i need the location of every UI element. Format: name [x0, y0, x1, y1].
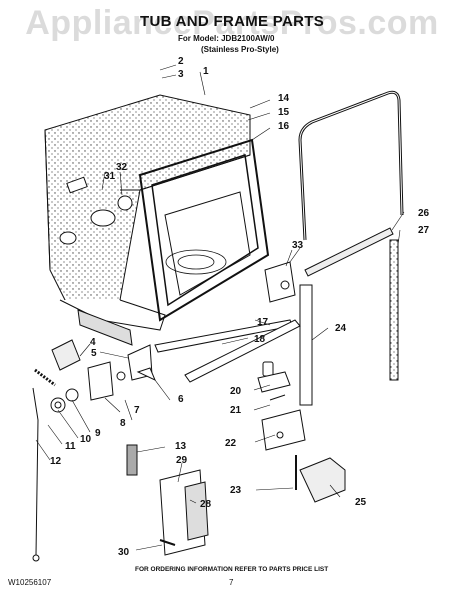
left-hardware	[32, 339, 156, 562]
callout-12: 12	[50, 456, 62, 467]
callout-25: 25	[355, 497, 367, 508]
callout-10: 10	[80, 434, 92, 445]
callout-7: 7	[134, 405, 140, 416]
page-number: 7	[229, 578, 234, 587]
model-line: For Model: JDB2100AW/0	[178, 34, 275, 43]
callout-labels: 1 2 3 4 5 6 7 8 9 10 11 12 13 14 15 16 1…	[50, 56, 430, 558]
front-frame	[138, 138, 270, 322]
callout-2: 2	[178, 56, 184, 67]
lower-right-hardware	[257, 361, 346, 503]
callout-31: 31	[104, 171, 116, 182]
callout-16: 16	[278, 121, 290, 132]
callout-28: 28	[200, 499, 212, 510]
callout-5: 5	[91, 348, 97, 359]
callout-9: 9	[95, 428, 101, 439]
callout-1: 1	[203, 66, 209, 77]
hinge-bracket	[264, 261, 296, 303]
callout-14: 14	[278, 93, 290, 104]
vent-strip	[299, 284, 313, 406]
callout-4: 4	[90, 337, 96, 348]
diagram-title: TUB AND FRAME PARTS	[139, 13, 325, 30]
callout-32: 32	[116, 162, 128, 173]
lower-brackets	[126, 444, 209, 556]
ordering-note: FOR ORDERING INFORMATION REFER TO PARTS …	[135, 566, 329, 573]
callout-23: 23	[230, 485, 242, 496]
rail-assembly	[154, 319, 301, 383]
callout-13: 13	[175, 441, 187, 452]
callout-30: 30	[118, 547, 130, 558]
callout-22: 22	[225, 438, 237, 449]
callout-6: 6	[178, 394, 184, 405]
side-trim	[304, 227, 399, 381]
door-gasket	[298, 90, 404, 241]
callout-20: 20	[230, 386, 242, 397]
callout-18: 18	[254, 334, 266, 345]
callout-3: 3	[178, 69, 184, 80]
callout-17: 17	[257, 317, 269, 328]
document-code: W10256107	[8, 578, 52, 587]
leader-lines	[35, 64, 405, 551]
callout-8: 8	[120, 418, 126, 429]
callout-11: 11	[65, 441, 76, 452]
callout-15: 15	[278, 107, 290, 118]
callout-33: 33	[292, 240, 304, 251]
tub-assembly	[44, 94, 251, 346]
callout-21: 21	[230, 405, 242, 416]
callout-27: 27	[418, 225, 430, 236]
callout-26: 26	[418, 208, 430, 219]
callout-24: 24	[335, 323, 347, 334]
callout-29: 29	[176, 455, 188, 466]
style-line: (Stainless Pro-Style)	[201, 45, 279, 54]
